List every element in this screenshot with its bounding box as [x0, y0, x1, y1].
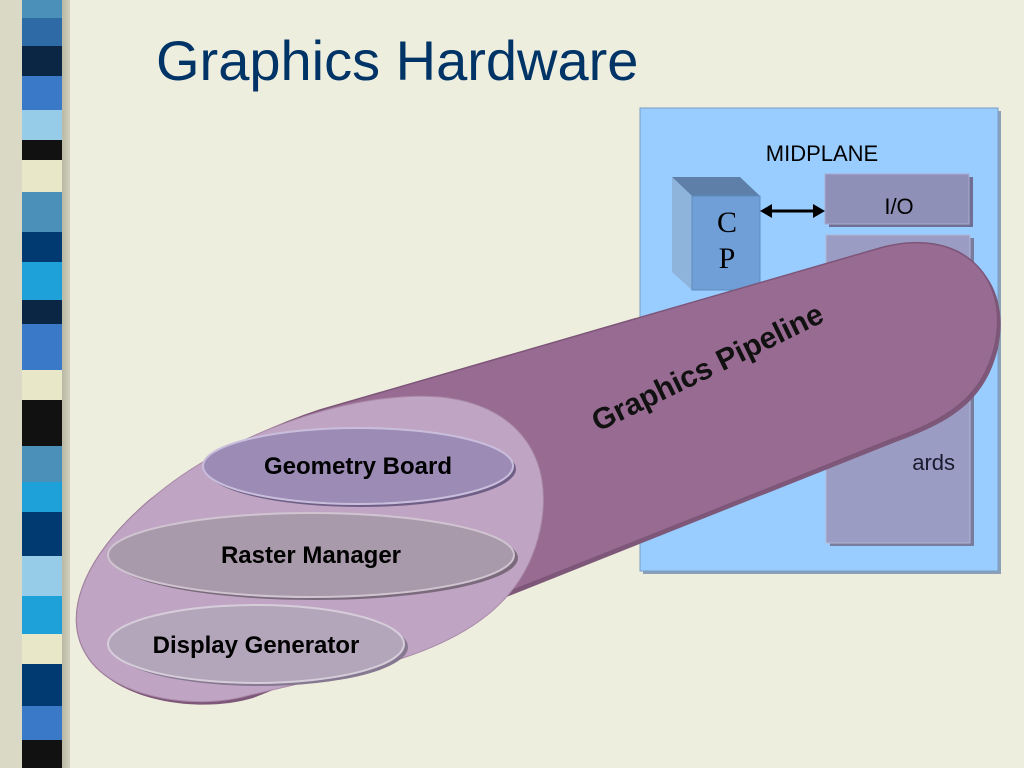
cpu-box: C P	[672, 177, 761, 291]
raster-manager-label: Raster Manager	[221, 542, 401, 569]
stripe-block	[22, 192, 62, 232]
stripe-block	[22, 664, 62, 706]
stripe-block	[22, 232, 62, 262]
stripe-block	[22, 140, 62, 160]
stripe-block	[22, 400, 62, 446]
cpu-label-line1: C	[717, 206, 737, 239]
midplane-label: MIDPLANE	[766, 141, 878, 166]
cpu-label-line2: P	[719, 242, 736, 275]
geometry-board: Geometry Board	[202, 427, 516, 507]
stripe-block	[22, 46, 62, 76]
raster-manager: Raster Manager	[107, 512, 518, 600]
display-generator-label: Display Generator	[153, 632, 360, 659]
decorative-left-stripe	[0, 0, 70, 768]
stripe-block	[22, 0, 62, 18]
boards-partial-label: ards	[912, 450, 955, 475]
stripe-block	[22, 634, 62, 664]
stripe-block	[22, 324, 62, 370]
stripe-block	[22, 370, 62, 400]
stripe-block	[22, 446, 62, 482]
stripe-block	[22, 740, 62, 768]
stripe-block	[22, 512, 62, 556]
stripe-block	[22, 556, 62, 596]
page-title: Graphics Hardware	[156, 29, 639, 92]
stripe-blocks	[22, 0, 62, 768]
stripe-block	[22, 160, 62, 192]
cpu-io-arrow	[760, 204, 825, 218]
geometry-board-label: Geometry Board	[264, 453, 452, 480]
stripe-block	[22, 262, 62, 300]
stripe-block	[22, 596, 62, 634]
stripe-block	[22, 300, 62, 324]
stripe-block	[22, 76, 62, 110]
stripe-block	[22, 18, 62, 46]
io-label: I/O	[884, 194, 913, 219]
stripe-block	[22, 110, 62, 140]
io-box: I/O	[824, 173, 973, 227]
display-generator: Display Generator	[107, 604, 408, 686]
stripe-block	[22, 706, 62, 740]
stripe-block	[22, 482, 62, 512]
